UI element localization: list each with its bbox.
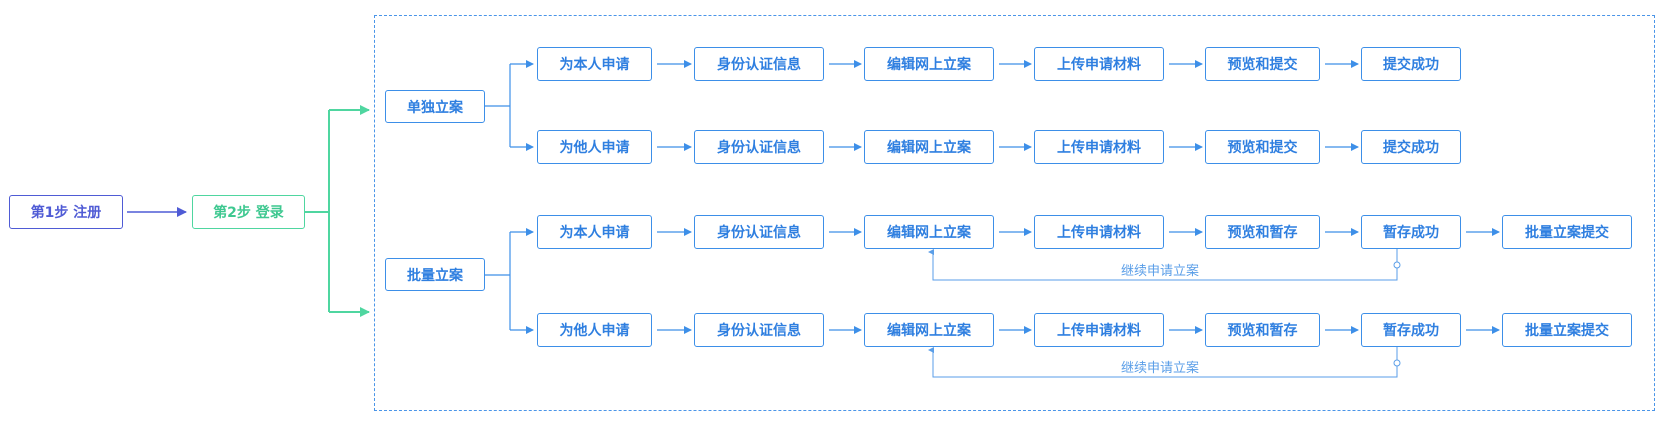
step-node-r2-c4[interactable]: 上传申请材料 <box>1034 130 1164 164</box>
loop-label-row4: 继续申请立案 <box>1119 357 1202 376</box>
step-node-r4-c3[interactable]: 编辑网上立案 <box>864 313 994 347</box>
step-node-r1-c1[interactable]: 为本人申请 <box>537 47 652 81</box>
step-node-r3-c3[interactable]: 编辑网上立案 <box>864 215 994 249</box>
step-node-r4-c5[interactable]: 预览和暂存 <box>1205 313 1320 347</box>
loop-start-dot <box>1393 261 1401 269</box>
step-login[interactable]: 第2步 登录 <box>192 195 305 229</box>
step-node-r3-c7[interactable]: 批量立案提交 <box>1502 215 1632 249</box>
step-node-r3-c6[interactable]: 暂存成功 <box>1361 215 1461 249</box>
step-node-r4-c2[interactable]: 身份认证信息 <box>694 313 824 347</box>
step-node-r1-c5[interactable]: 预览和提交 <box>1205 47 1320 81</box>
step-node-r1-c2[interactable]: 身份认证信息 <box>694 47 824 81</box>
connector-path <box>485 232 511 330</box>
step-node-r4-c6[interactable]: 暂存成功 <box>1361 313 1461 347</box>
step-node-r3-c1[interactable]: 为本人申请 <box>537 215 652 249</box>
connector-path <box>305 109 368 313</box>
step-node-r4-c1[interactable]: 为他人申请 <box>537 313 652 347</box>
step-node-r2-c6[interactable]: 提交成功 <box>1361 130 1461 164</box>
step-node-r2-c1[interactable]: 为他人申请 <box>537 130 652 164</box>
connector-path <box>485 64 511 147</box>
step-node-r3-c2[interactable]: 身份认证信息 <box>694 215 824 249</box>
step-node-r4-c7[interactable]: 批量立案提交 <box>1502 313 1632 347</box>
step-node-r2-c3[interactable]: 编辑网上立案 <box>864 130 994 164</box>
loop-start-dot <box>1393 359 1401 367</box>
step-register[interactable]: 第1步 注册 <box>9 195 123 229</box>
step-node-r2-c5[interactable]: 预览和提交 <box>1205 130 1320 164</box>
group-batch[interactable]: 批量立案 <box>385 258 485 291</box>
step-node-r1-c3[interactable]: 编辑网上立案 <box>864 47 994 81</box>
step-node-r2-c2[interactable]: 身份认证信息 <box>694 130 824 164</box>
group-single[interactable]: 单独立案 <box>385 90 485 123</box>
step-node-r1-c4[interactable]: 上传申请材料 <box>1034 47 1164 81</box>
step-node-r1-c6[interactable]: 提交成功 <box>1361 47 1461 81</box>
process-container <box>374 15 1655 411</box>
step-node-r4-c4[interactable]: 上传申请材料 <box>1034 313 1164 347</box>
step-node-r3-c5[interactable]: 预览和暂存 <box>1205 215 1320 249</box>
loop-label-row3: 继续申请立案 <box>1119 260 1202 279</box>
step-node-r3-c4[interactable]: 上传申请材料 <box>1034 215 1164 249</box>
